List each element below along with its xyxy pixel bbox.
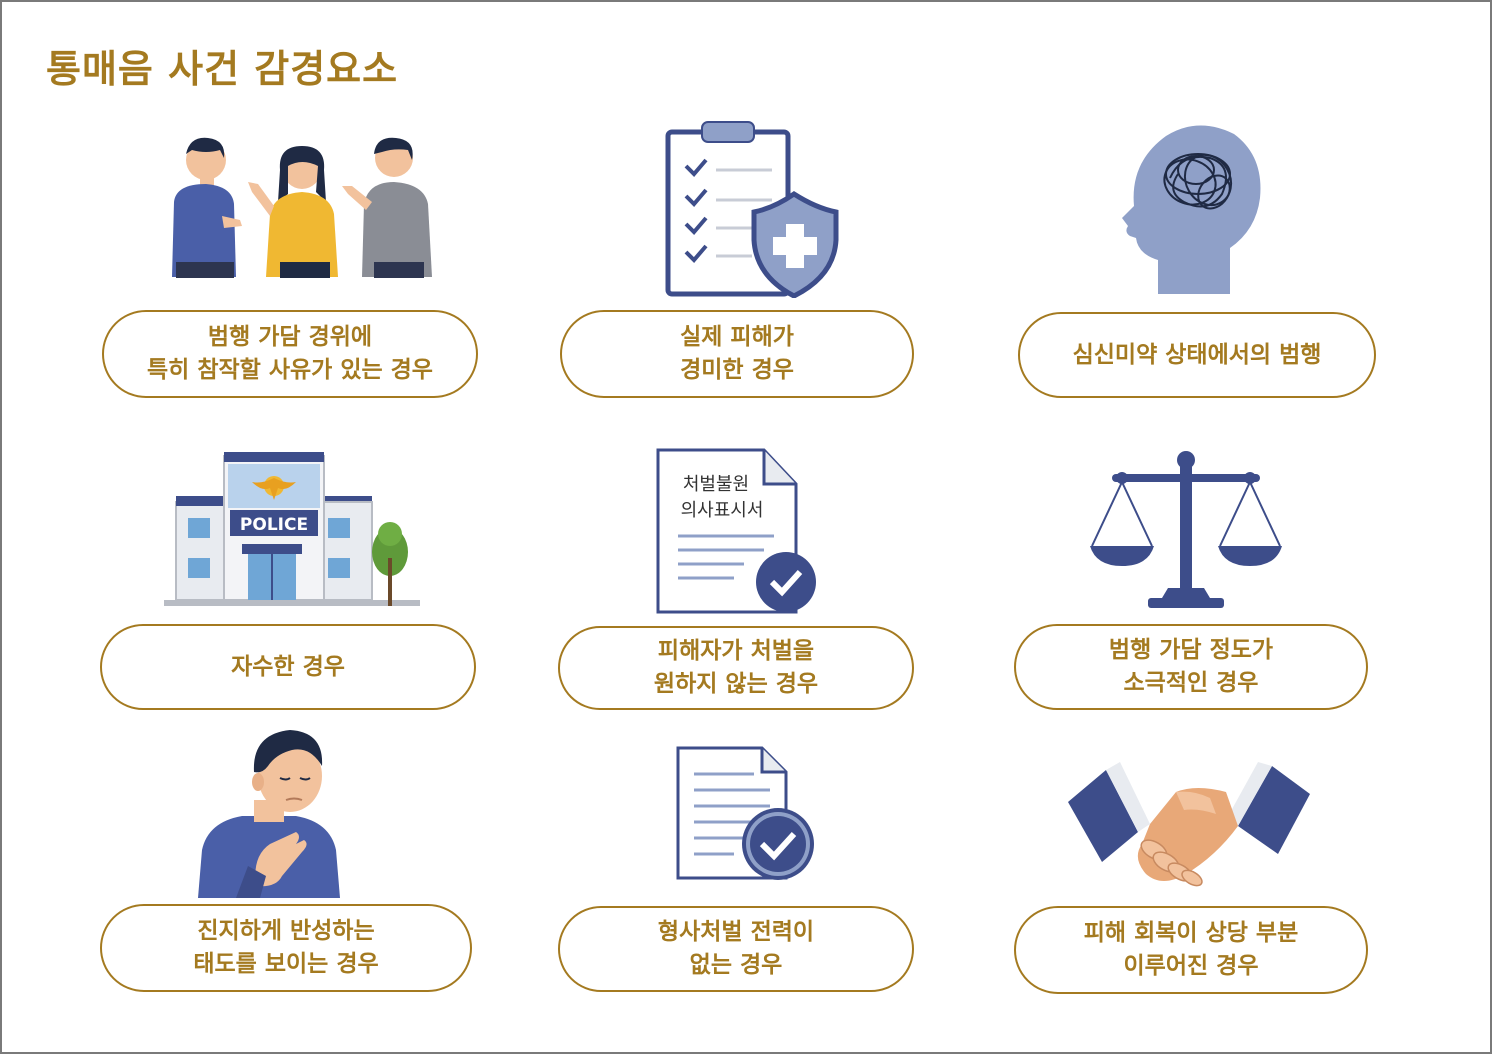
clipboard-shield-icon (665, 121, 839, 298)
document-title-line: 의사표시서 (681, 500, 764, 521)
handshake-icon (1068, 762, 1310, 887)
document-check-icon: 처벌불원 의사표시서 (656, 448, 816, 614)
mitigating-factor-pill: 심신미약 상태에서의 범행 (1018, 312, 1376, 398)
record-check-icon (676, 746, 814, 880)
remorseful-person-icon (198, 730, 340, 898)
brain-head-icon (1122, 125, 1261, 294)
people-talking-icon (172, 137, 432, 278)
document-title-line: 처벌불원 (683, 474, 749, 495)
scales-icon (1090, 451, 1282, 608)
police-sign: POLICE (240, 515, 308, 535)
mitigating-factor-pill: 자수한 경우 (100, 624, 476, 710)
page-title: 통매음 사건 감경요소 (46, 47, 399, 91)
police-station-icon: POLICE (164, 452, 420, 606)
